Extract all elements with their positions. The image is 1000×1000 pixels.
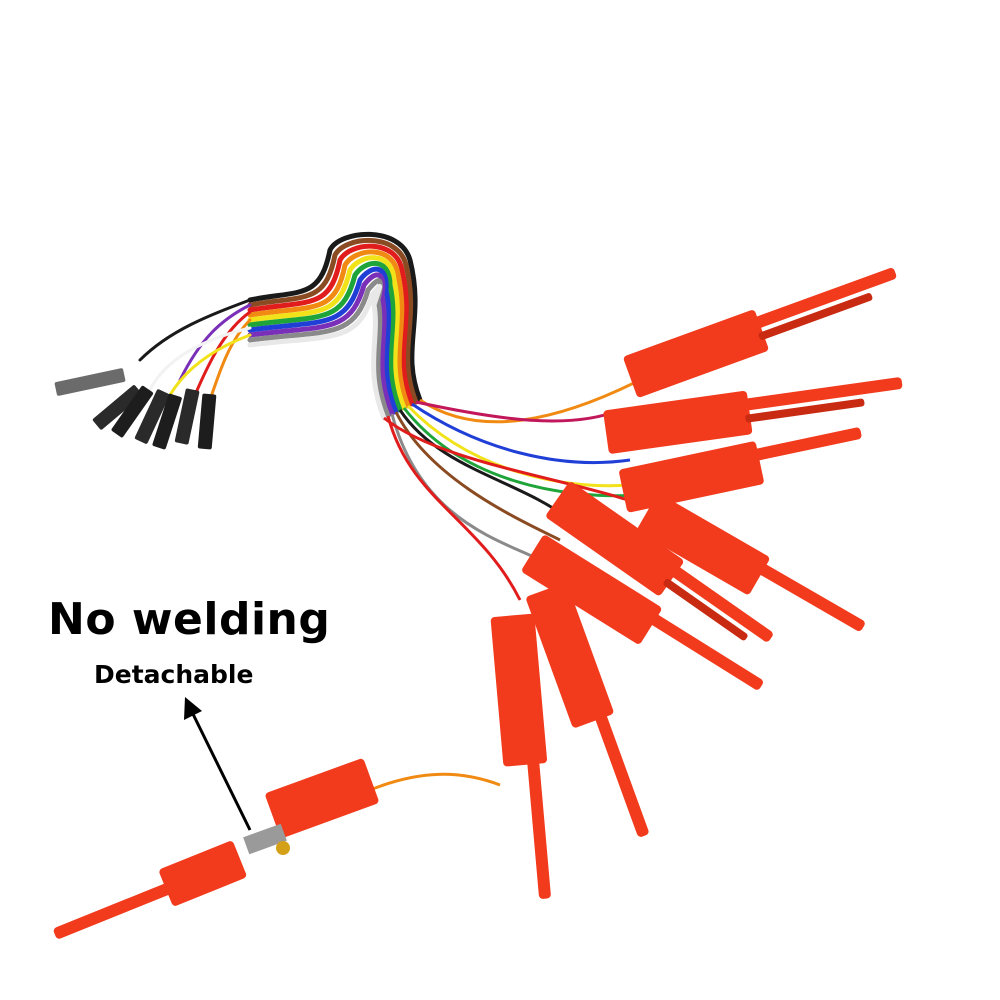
test-clip — [522, 535, 763, 690]
test-clip — [546, 482, 773, 642]
red-test-hook-clips — [490, 268, 903, 899]
caption-title: No welding — [48, 594, 331, 645]
test-clip — [619, 427, 862, 513]
test-clip — [526, 583, 649, 837]
rainbow-ribbon-cable — [138, 231, 423, 421]
test-clip — [603, 377, 903, 454]
test-clip — [637, 494, 865, 632]
detached-test-clip — [53, 758, 501, 939]
pointer-arrow — [184, 697, 252, 831]
dupont-female-connectors — [54, 368, 217, 450]
test-clip — [623, 268, 897, 398]
caption-subtitle: Detachable — [94, 660, 254, 689]
test-clip — [490, 613, 551, 899]
